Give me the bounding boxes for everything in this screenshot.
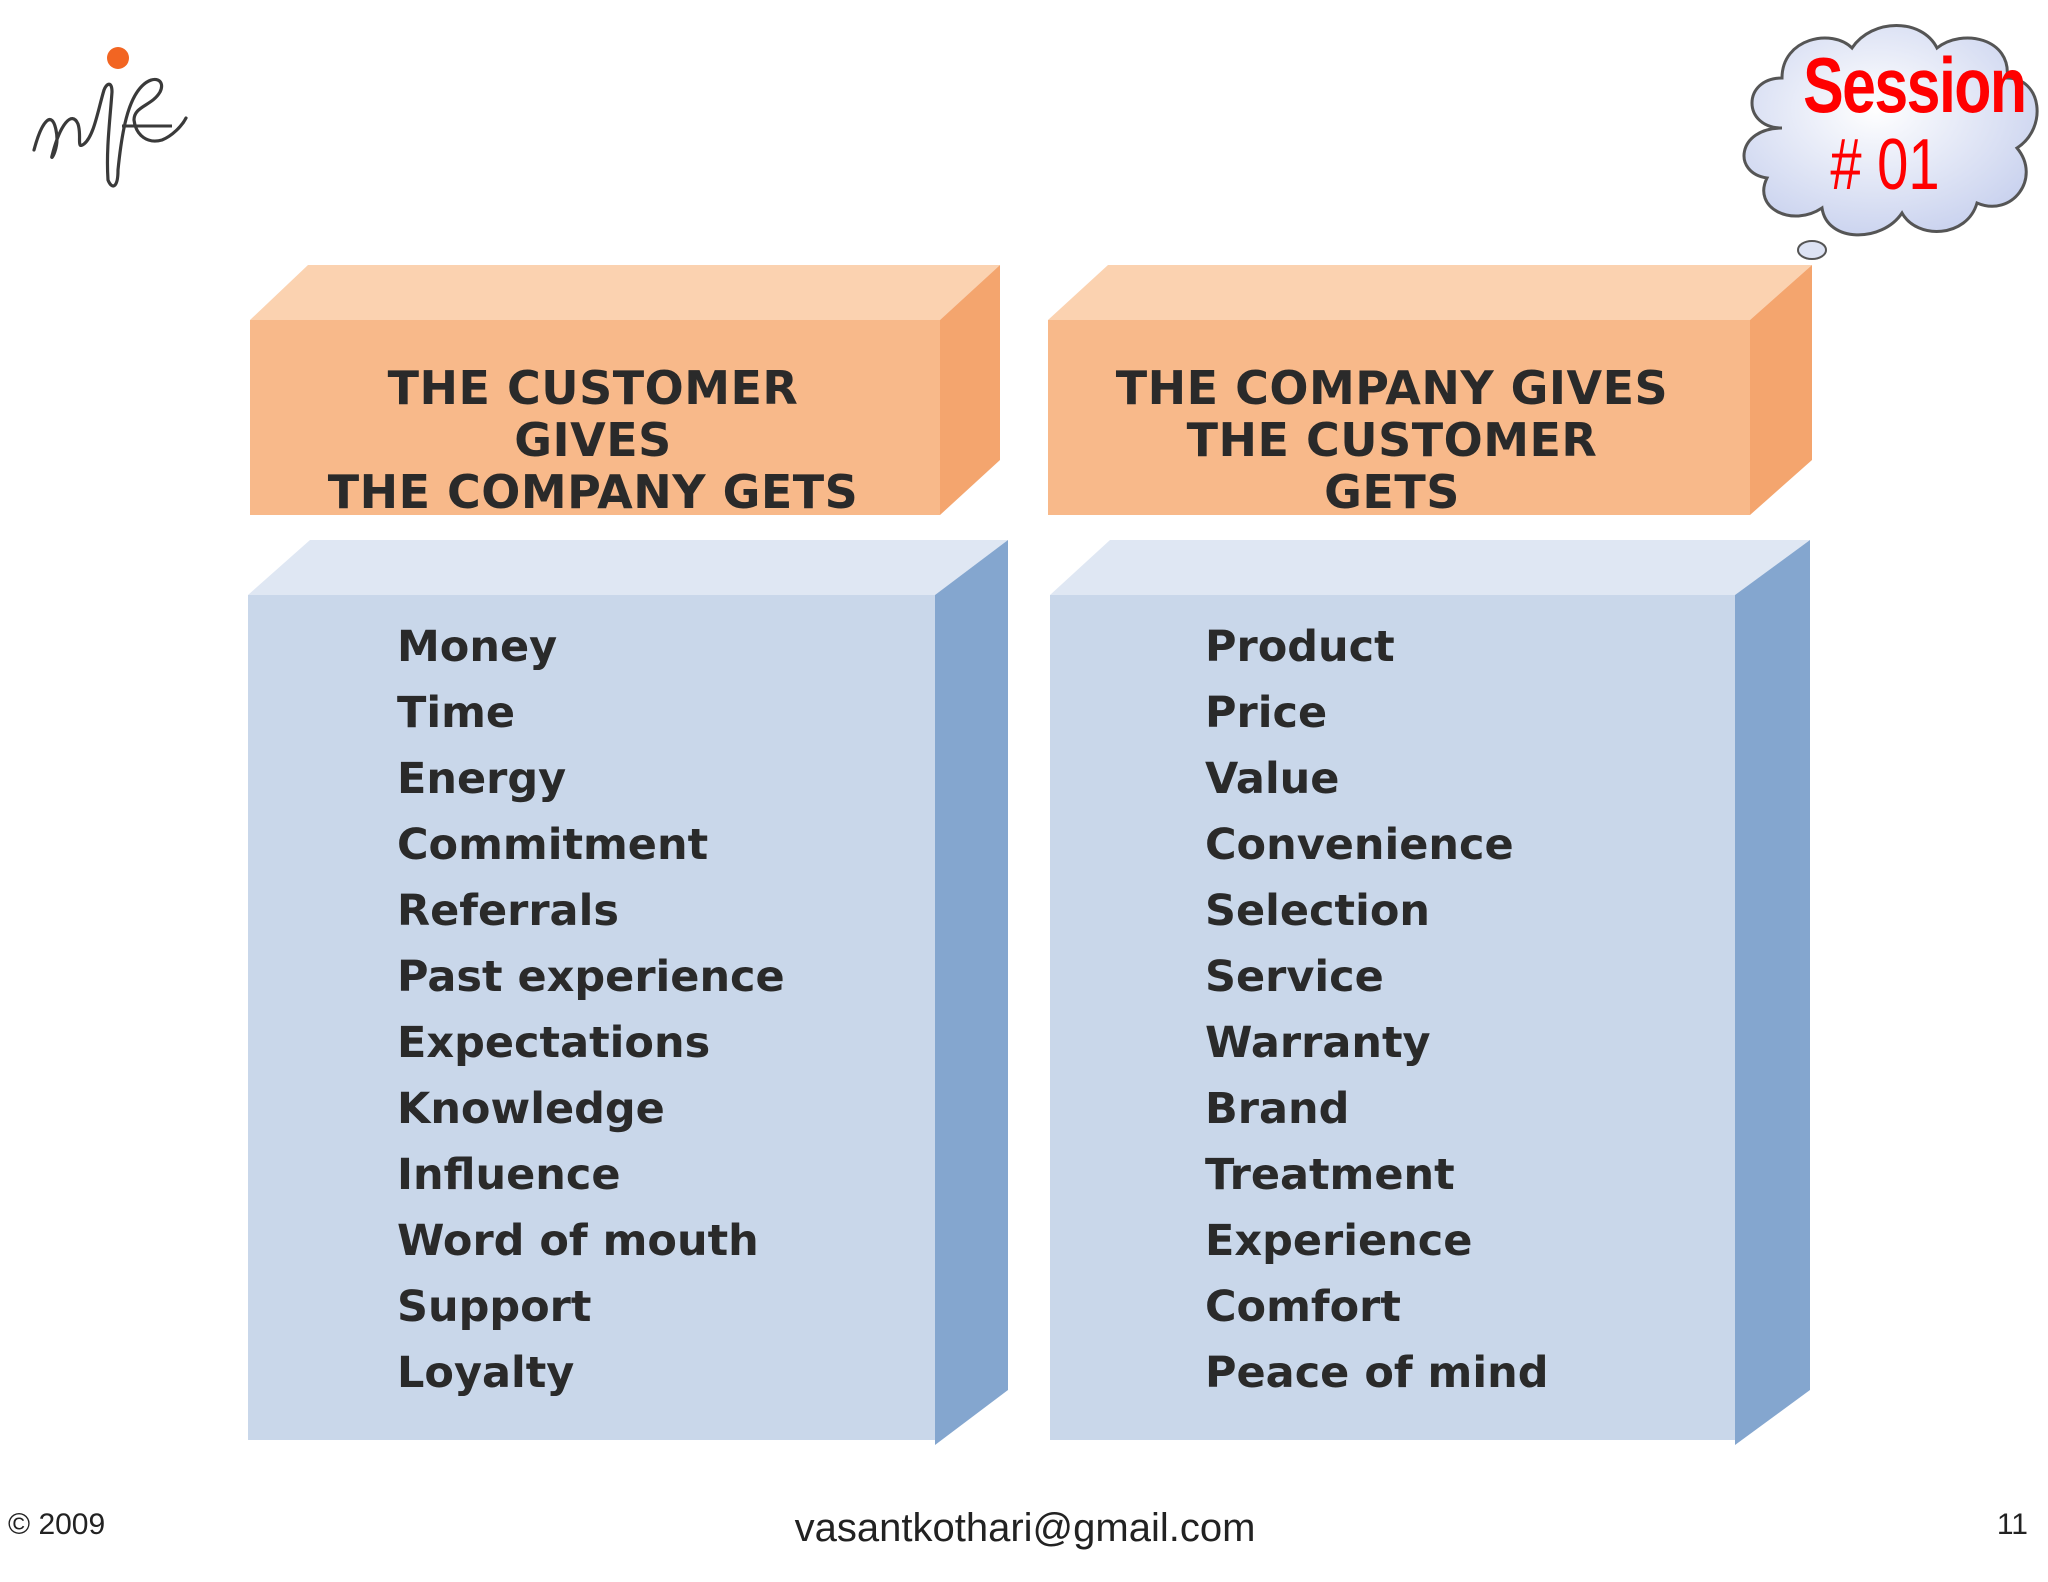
customer-gives-list: Money Time Energy Commitment Referrals P…: [397, 614, 785, 1406]
right-header-top: [1048, 265, 1812, 320]
right-body-front: [1050, 595, 1735, 1440]
list-item: Price: [1205, 688, 1328, 738]
list-item: Convenience: [1205, 820, 1514, 870]
session-number: # 01: [1830, 125, 1940, 205]
left-header-front: [250, 320, 940, 515]
list-item: Time: [397, 688, 516, 738]
footer-page-number: 11: [1996, 1508, 2028, 1541]
right-header-text: THE COMPANY GIVES THE CUSTOMER GETS: [1112, 362, 1672, 518]
left-header-side: [940, 265, 1000, 515]
list-item: Product: [1205, 622, 1395, 672]
left-header-line1: THE CUSTOMER GIVES: [387, 361, 799, 467]
footer-email: vasantkothari@gmail.com: [794, 1506, 1256, 1550]
list-item: Selection: [1205, 886, 1430, 936]
list-item: Warranty: [1205, 1018, 1431, 1068]
list-item: Support: [397, 1282, 592, 1332]
list-item: Service: [1205, 952, 1384, 1002]
left-header-top: [250, 265, 1000, 320]
list-item: Referrals: [397, 886, 619, 936]
list-item: Money: [397, 622, 558, 672]
left-body-side: [935, 540, 1008, 1445]
list-item: Treatment: [1205, 1150, 1455, 1200]
session-cloud-badge: [1742, 24, 2039, 260]
list-item: Influence: [397, 1150, 621, 1200]
list-item: Past experience: [397, 952, 785, 1002]
list-item: Value: [1205, 754, 1340, 804]
right-body-top: [1050, 540, 1810, 595]
list-item: Experience: [1205, 1216, 1473, 1266]
list-item: Word of mouth: [397, 1216, 759, 1266]
left-body-top: [248, 540, 1008, 595]
list-item: Expectations: [397, 1018, 711, 1068]
left-header-text: THE CUSTOMER GIVES THE COMPANY GETS: [313, 362, 873, 518]
company-gives-list: Product Price Value Convenience Selectio…: [1205, 614, 1548, 1406]
footer-copyright: © 2009: [8, 1508, 106, 1541]
right-header-line2: THE CUSTOMER GETS: [1186, 413, 1598, 519]
list-item: Energy: [397, 754, 567, 804]
list-item: Peace of mind: [1205, 1348, 1549, 1398]
list-item: Loyalty: [397, 1348, 575, 1398]
left-header-line2: THE COMPANY GETS: [327, 465, 859, 519]
list-item: Commitment: [397, 820, 709, 870]
nift-logo: [32, 47, 188, 188]
list-item: Comfort: [1205, 1282, 1401, 1332]
list-item: Knowledge: [397, 1084, 665, 1134]
right-header-line1: THE COMPANY GIVES: [1115, 361, 1669, 415]
right-header-side: [1750, 265, 1812, 515]
list-item: Brand: [1205, 1084, 1350, 1134]
right-body-side: [1735, 540, 1810, 1445]
left-body-front: [248, 595, 935, 1440]
right-header-front: [1048, 320, 1750, 515]
